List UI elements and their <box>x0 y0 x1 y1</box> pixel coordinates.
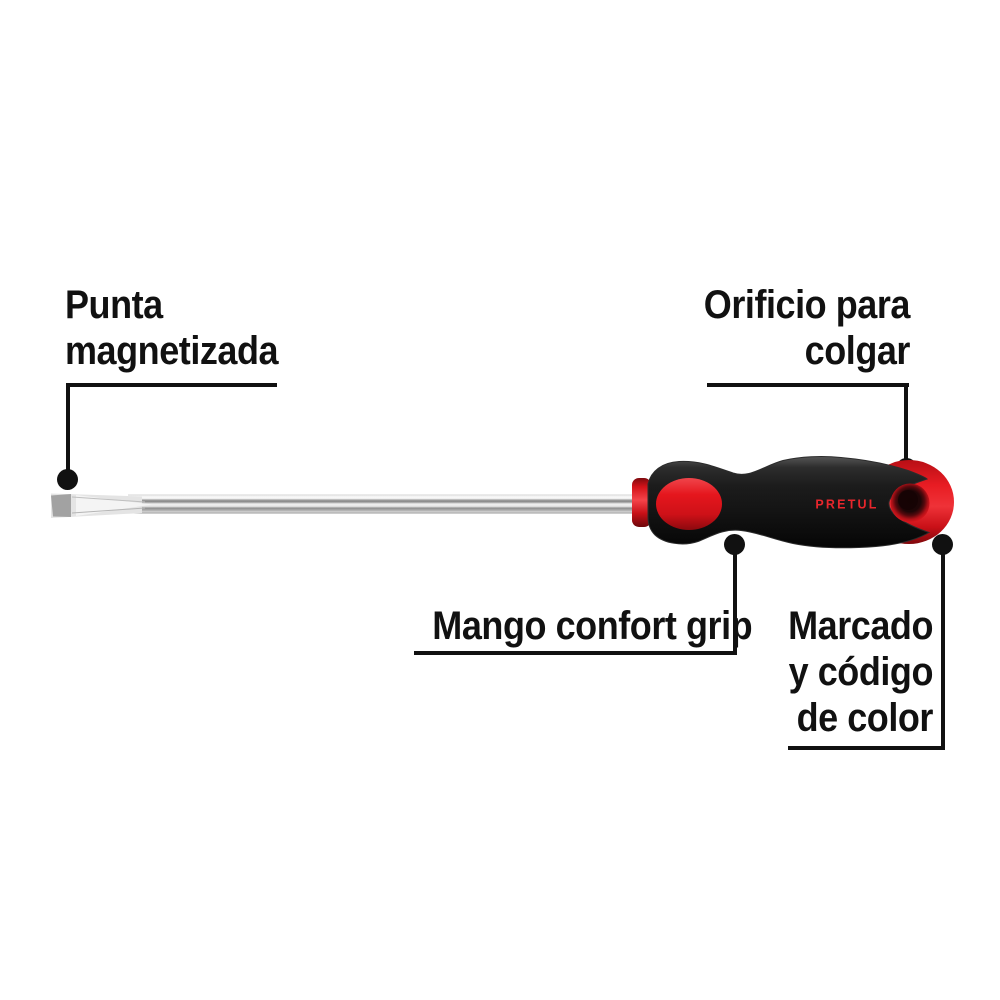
callout-text-line: y código <box>788 650 934 694</box>
callout-label-punta-magnetizada: Punta magnetizada <box>65 282 279 374</box>
handle-collar <box>632 478 651 527</box>
callout-line-orificio-vertical <box>904 384 908 469</box>
blade-striation <box>71 496 146 503</box>
callout-line-orificio-horizontal <box>707 383 909 387</box>
screwdriver-illustration: PRETUL <box>51 456 954 549</box>
callout-dot-mango <box>724 534 745 555</box>
screwdriver-shaft <box>128 494 642 514</box>
callout-label-mango-confort-grip: Mango confort grip <box>432 603 753 649</box>
callout-label-orificio-para-colgar: Orificio para colgar <box>631 282 911 374</box>
callout-text-line: Mango confort grip <box>432 604 753 648</box>
callout-label-marcado-codigo-color: Marcado y código de color <box>708 603 933 741</box>
callout-text-line: Punta <box>65 283 163 327</box>
callout-text-line: Orificio para <box>703 283 911 327</box>
callout-text-line: colgar <box>804 329 911 373</box>
callout-text-line: Marcado <box>788 604 933 648</box>
callout-line-mango-vertical <box>733 545 737 652</box>
callout-line-punta-vertical <box>66 384 70 480</box>
callout-dot-punta <box>57 469 78 490</box>
callout-dot-marcado <box>932 534 953 555</box>
screwdriver-tip <box>51 494 71 517</box>
blade-striation <box>71 507 146 514</box>
handle-body <box>647 456 931 549</box>
brand-logo: PRETUL <box>815 498 878 512</box>
hanging-hole-opening <box>898 490 918 510</box>
callout-line-mango-horizontal <box>414 651 737 655</box>
callout-line-punta-horizontal <box>66 383 277 387</box>
callout-line-marcado-horizontal <box>788 746 945 750</box>
blade-grind-facet <box>76 495 152 516</box>
callout-text-line: de color <box>796 696 934 740</box>
callout-line-marcado-vertical <box>941 545 945 747</box>
handle-grip-inset <box>656 478 722 530</box>
callout-text-line: magnetizada <box>65 329 279 373</box>
